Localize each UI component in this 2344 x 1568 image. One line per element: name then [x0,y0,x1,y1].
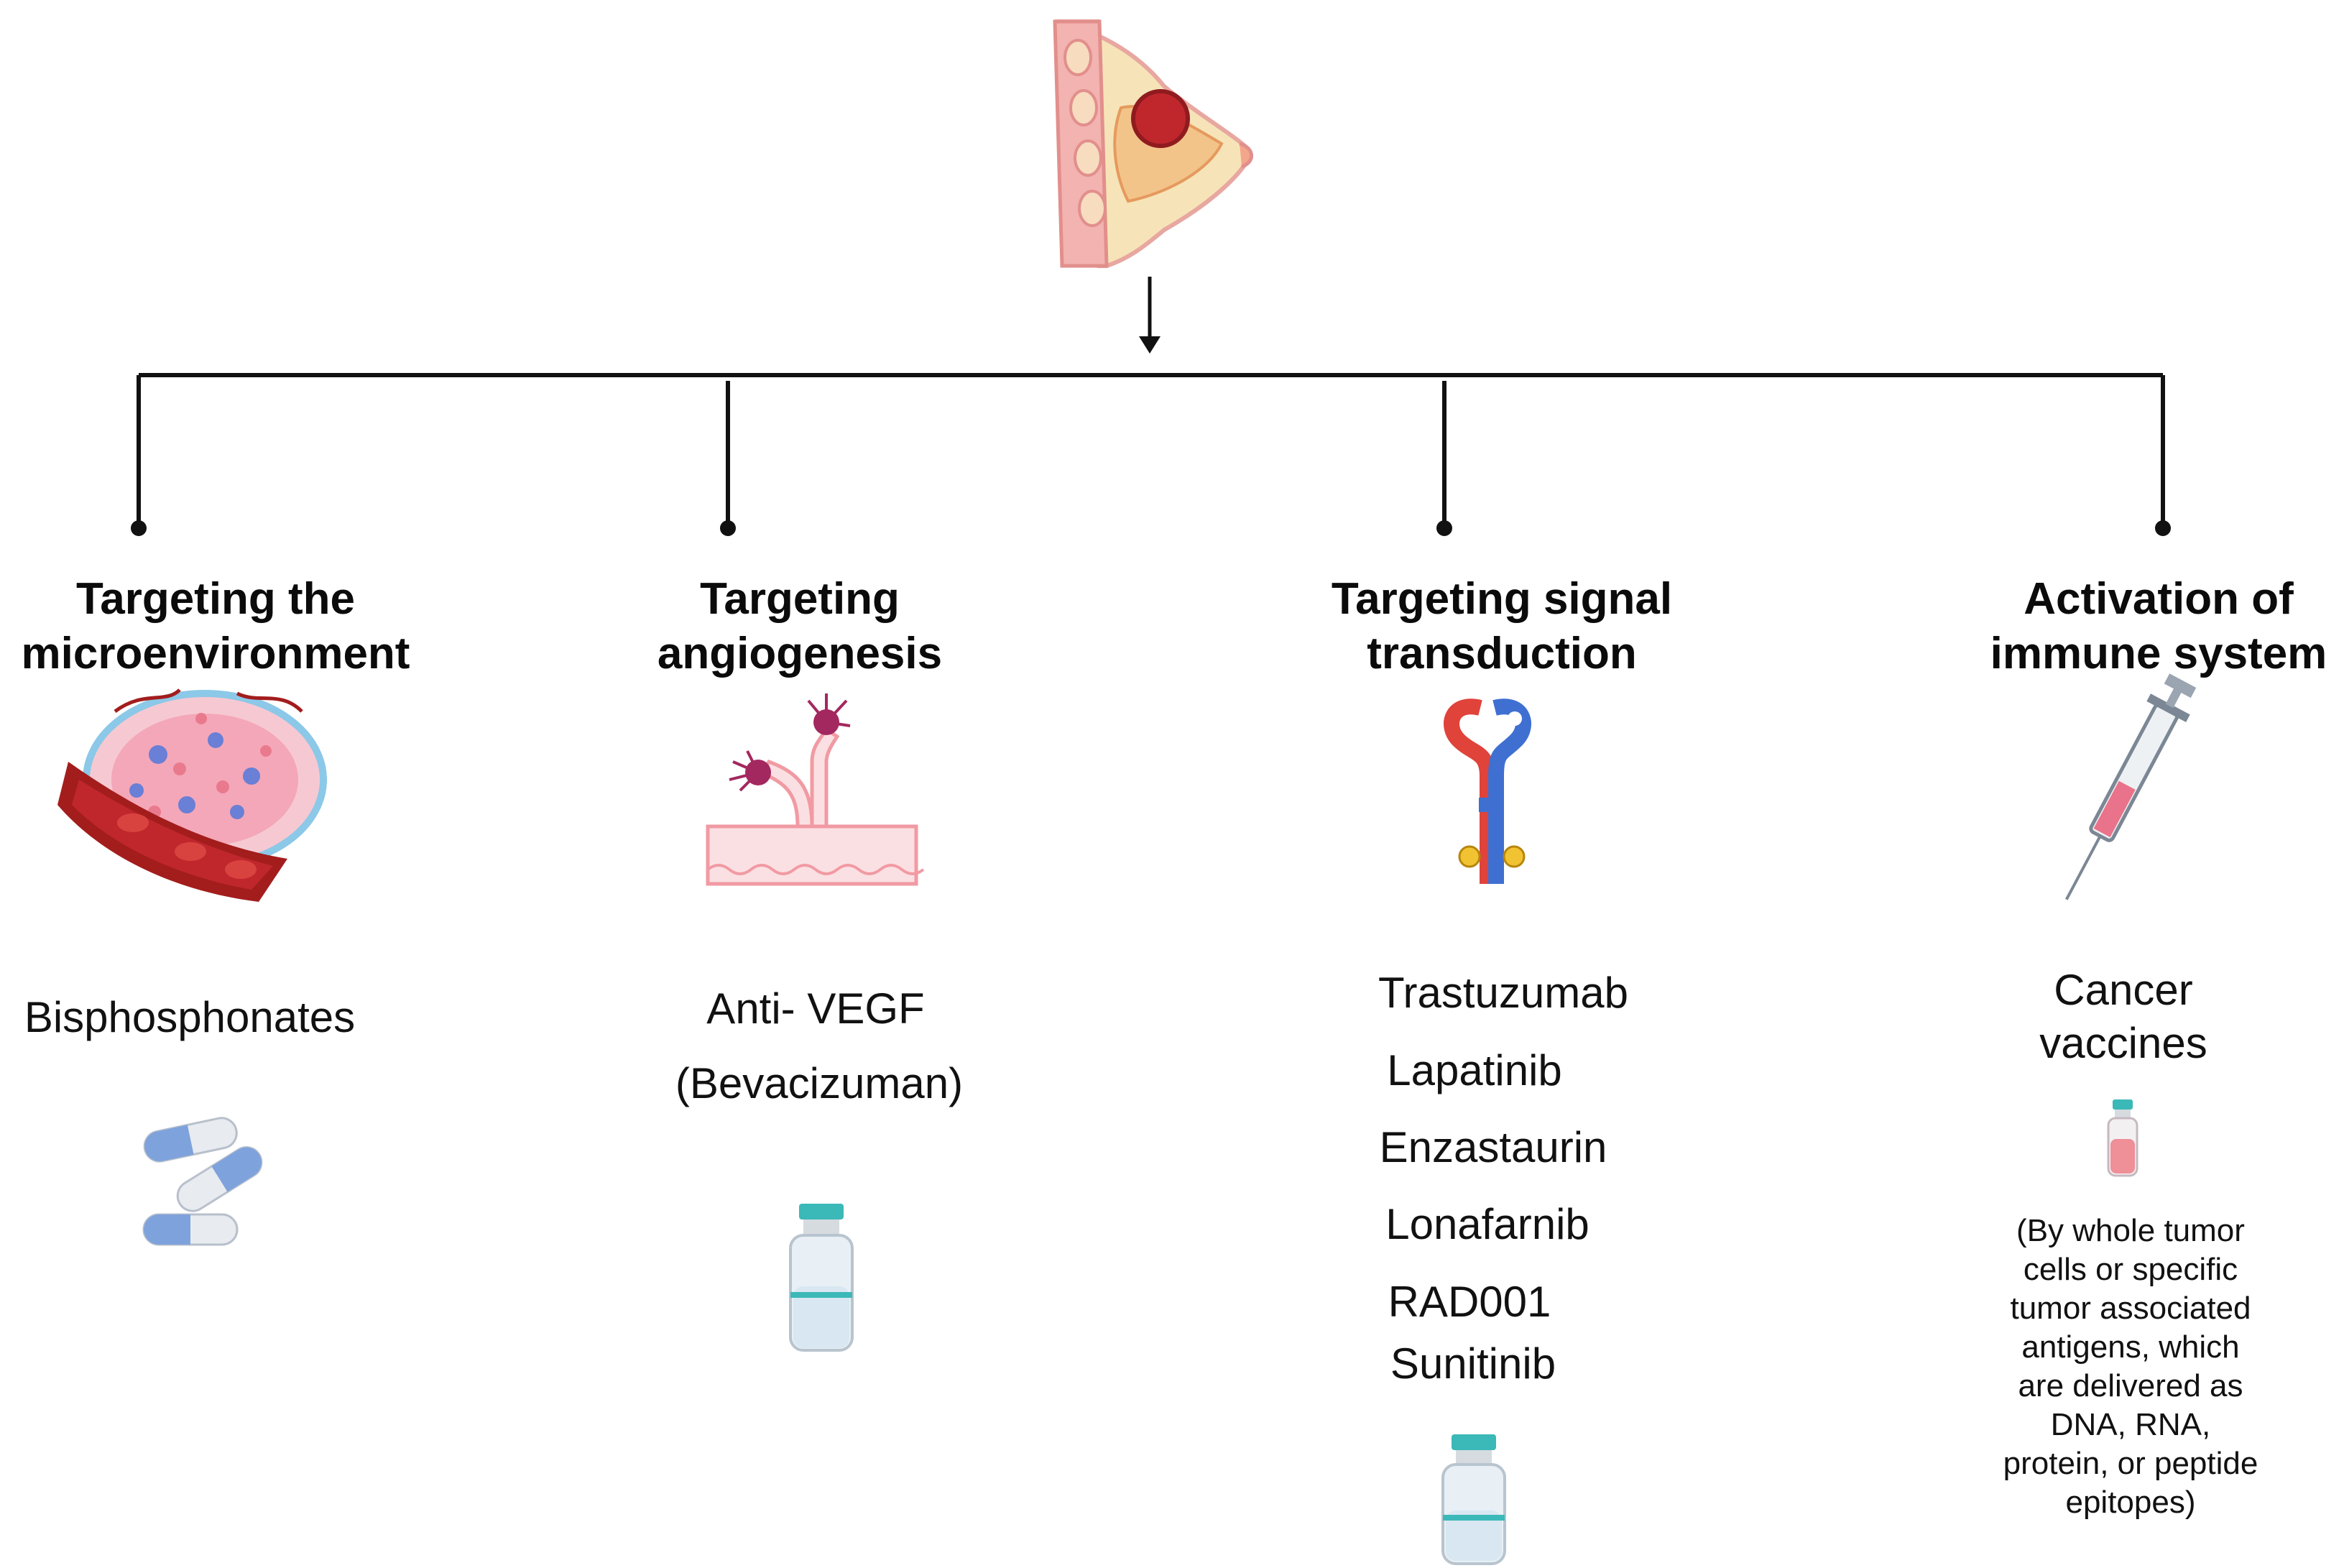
heading-line: Targeting signal [1331,574,1673,624]
heading-line: angiogenesis [657,629,943,678]
note-line: antigens, which [2021,1329,2240,1365]
drug-bisphosphonates: Bisphosphonates [24,993,356,1041]
heading-line: transduction [1367,629,1637,678]
branch-dots [131,520,2171,536]
drug-vaccines: vaccines [2039,1019,2207,1067]
drug-bevacizuman: (Bevacizuman) [675,1059,964,1107]
vial-icon [789,1204,854,1352]
drug-rad001: RAD001 [1388,1278,1551,1326]
branch-drops [137,375,2165,527]
heading-signal-transduction: Targeting signal transduction [1243,572,1761,681]
breast-tumor-icon [1053,19,1253,268]
receptor-dimer-icon [1444,698,1531,884]
heading-microenvironment: Targeting the microenvironment [0,572,474,681]
small-vial-icon [2107,1099,2138,1177]
heading-angiogenesis: Targeting angiogenesis [541,572,1058,681]
down-arrow-head [1139,336,1161,354]
capsules-icon [142,1117,263,1246]
heading-line: Targeting [700,574,900,624]
syringe-icon [2065,673,2197,900]
tumor-microenvironment-icon [57,688,327,902]
drug-enzastaurin: Enzastaurin [1379,1123,1607,1171]
drug-anti-vegf: Anti- VEGF [706,984,925,1033]
heading-line: Targeting the [75,574,356,624]
note-line: (By whole tumor [2016,1213,2245,1248]
note-line: are delivered as [2018,1368,2243,1403]
note-line: epitopes) [2065,1485,2196,1520]
heading-line: microenvironment [21,629,410,678]
vial-icon [1441,1434,1506,1565]
note-line: cells or specific [2023,1252,2238,1287]
drug-lapatinib: Lapatinib [1387,1046,1562,1094]
drug-lonafarnib: Lonafarnib [1385,1200,1589,1248]
note-line: DNA, RNA, [2050,1407,2211,1442]
heading-line: Activation of [2024,574,2294,624]
heading-line: immune system [1990,629,2327,678]
vaccine-note: (By whole tumor cells or specific tumor … [1980,1212,2281,1522]
note-line: tumor associated [2010,1291,2251,1326]
note-line: protein, or peptide [2003,1446,2258,1481]
heading-immune-system: Activation of immune system [1900,572,2344,681]
angiogenesis-vessel-icon [706,693,925,886]
drug-cancer: Cancer [2054,966,2193,1014]
drug-trastuzumab: Trastuzumab [1378,969,1628,1017]
drug-sunitinib: Sunitinib [1390,1339,1556,1388]
